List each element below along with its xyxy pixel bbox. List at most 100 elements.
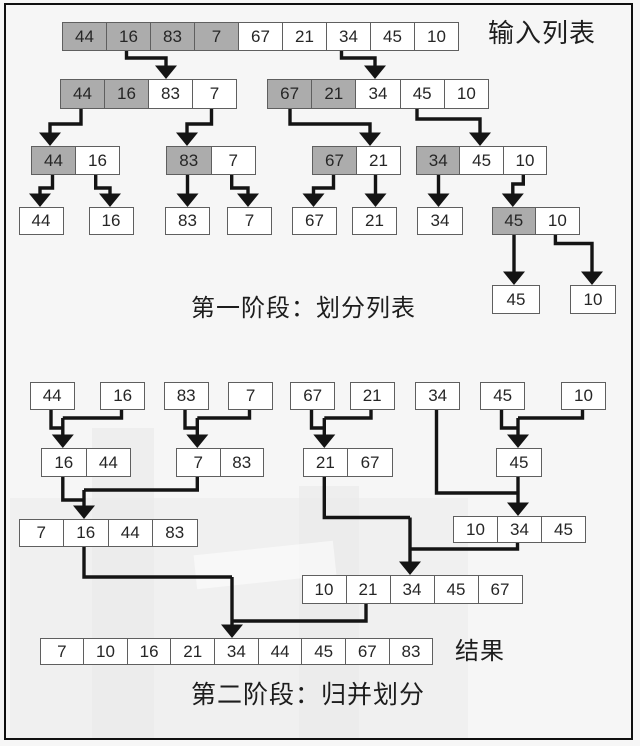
cell: 21 (353, 208, 396, 234)
cell: 7 (19, 520, 63, 546)
cell: 16 (104, 80, 148, 108)
cell: 21 (303, 449, 348, 476)
cell: 44 (107, 520, 152, 546)
cell: 45 (370, 23, 414, 50)
cell: 16 (89, 208, 133, 234)
split-level4-7: 7 (227, 207, 272, 235)
cell: 7 (210, 147, 255, 174)
split-level4-44: 44 (18, 207, 64, 235)
cell: 45 (541, 517, 585, 542)
cell: 67 (313, 147, 356, 174)
cell: 10 (83, 639, 127, 664)
result-label: 结果 (455, 638, 505, 665)
merge-leaf-10: 10 (561, 382, 606, 410)
cell: 67 (238, 23, 282, 50)
cell: 44 (61, 80, 104, 108)
cell: 16 (126, 639, 171, 664)
merge-leaf-83: 83 (163, 382, 209, 410)
cell: 83 (164, 383, 208, 409)
split-level4-83: 83 (165, 207, 210, 235)
cell: 21 (356, 147, 400, 174)
split-level5-10: 10 (570, 285, 616, 314)
merge-leaf-67: 67 (290, 382, 336, 410)
cell: 10 (302, 576, 346, 603)
cell: 16 (101, 383, 145, 409)
merge-leaf-45: 45 (480, 382, 526, 410)
cell: 10 (443, 80, 488, 108)
cell: 67 (347, 449, 392, 476)
cell: 83 (388, 639, 433, 664)
split-level4-21: 21 (352, 207, 397, 235)
cell: 45 (492, 208, 536, 234)
cell: 7 (229, 383, 273, 409)
cell: 45 (481, 383, 525, 409)
cell: 83 (219, 449, 263, 476)
cell: 10 (562, 383, 605, 409)
merge-single-45: 45 (496, 448, 542, 477)
cell: 34 (418, 208, 462, 234)
cell: 16 (63, 520, 108, 546)
cell: 21 (345, 576, 390, 603)
cell: 34 (417, 147, 460, 174)
cell: 34 (497, 517, 541, 542)
cell: 7 (40, 639, 84, 664)
cell: 21 (282, 23, 326, 50)
cell: 83 (166, 208, 209, 234)
merge-leaf-44: 44 (29, 382, 75, 410)
cell: 44 (30, 383, 74, 409)
cell: 34 (355, 80, 400, 108)
cell: 44 (32, 147, 75, 174)
cell: 10 (414, 23, 458, 50)
merge-leaf-34: 34 (415, 382, 461, 410)
cell: 34 (389, 576, 434, 603)
cell: 7 (228, 208, 271, 234)
cell: 45 (399, 80, 444, 108)
cell: 16 (75, 147, 119, 174)
cell: 10 (571, 286, 615, 313)
split-level4-34: 34 (417, 207, 463, 235)
cell: 21 (350, 383, 394, 409)
cell: 45 (459, 147, 503, 174)
cell: 7 (177, 449, 220, 476)
phase2-caption: 第二阶段：归并划分 (191, 681, 426, 709)
cell: 44 (63, 23, 106, 50)
merge-leaf-21: 21 (349, 382, 395, 410)
merge-leaf-7: 7 (228, 382, 274, 410)
cell: 10 (535, 208, 579, 234)
cell: 21 (170, 639, 215, 664)
cell: 34 (416, 383, 460, 409)
cell: 44 (19, 208, 63, 234)
split-level4-16: 16 (88, 207, 134, 235)
input-list-label: 输入列表 (488, 18, 597, 48)
phase1-caption: 第一阶段：划分列表 (191, 295, 416, 322)
cell: 83 (150, 23, 194, 50)
cell: 7 (192, 80, 236, 108)
cell: 67 (291, 383, 335, 409)
cell: 16 (106, 23, 150, 50)
cell: 16 (42, 449, 86, 476)
cell: 83 (152, 520, 197, 546)
cell: 45 (493, 286, 539, 313)
cell: 10 (454, 517, 497, 542)
cell: 67 (344, 639, 389, 664)
outer-frame (4, 3, 633, 740)
cell: 67 (477, 576, 522, 603)
split-level5-45: 45 (492, 285, 540, 314)
cell: 67 (268, 80, 312, 108)
cell: 7 (194, 23, 238, 50)
